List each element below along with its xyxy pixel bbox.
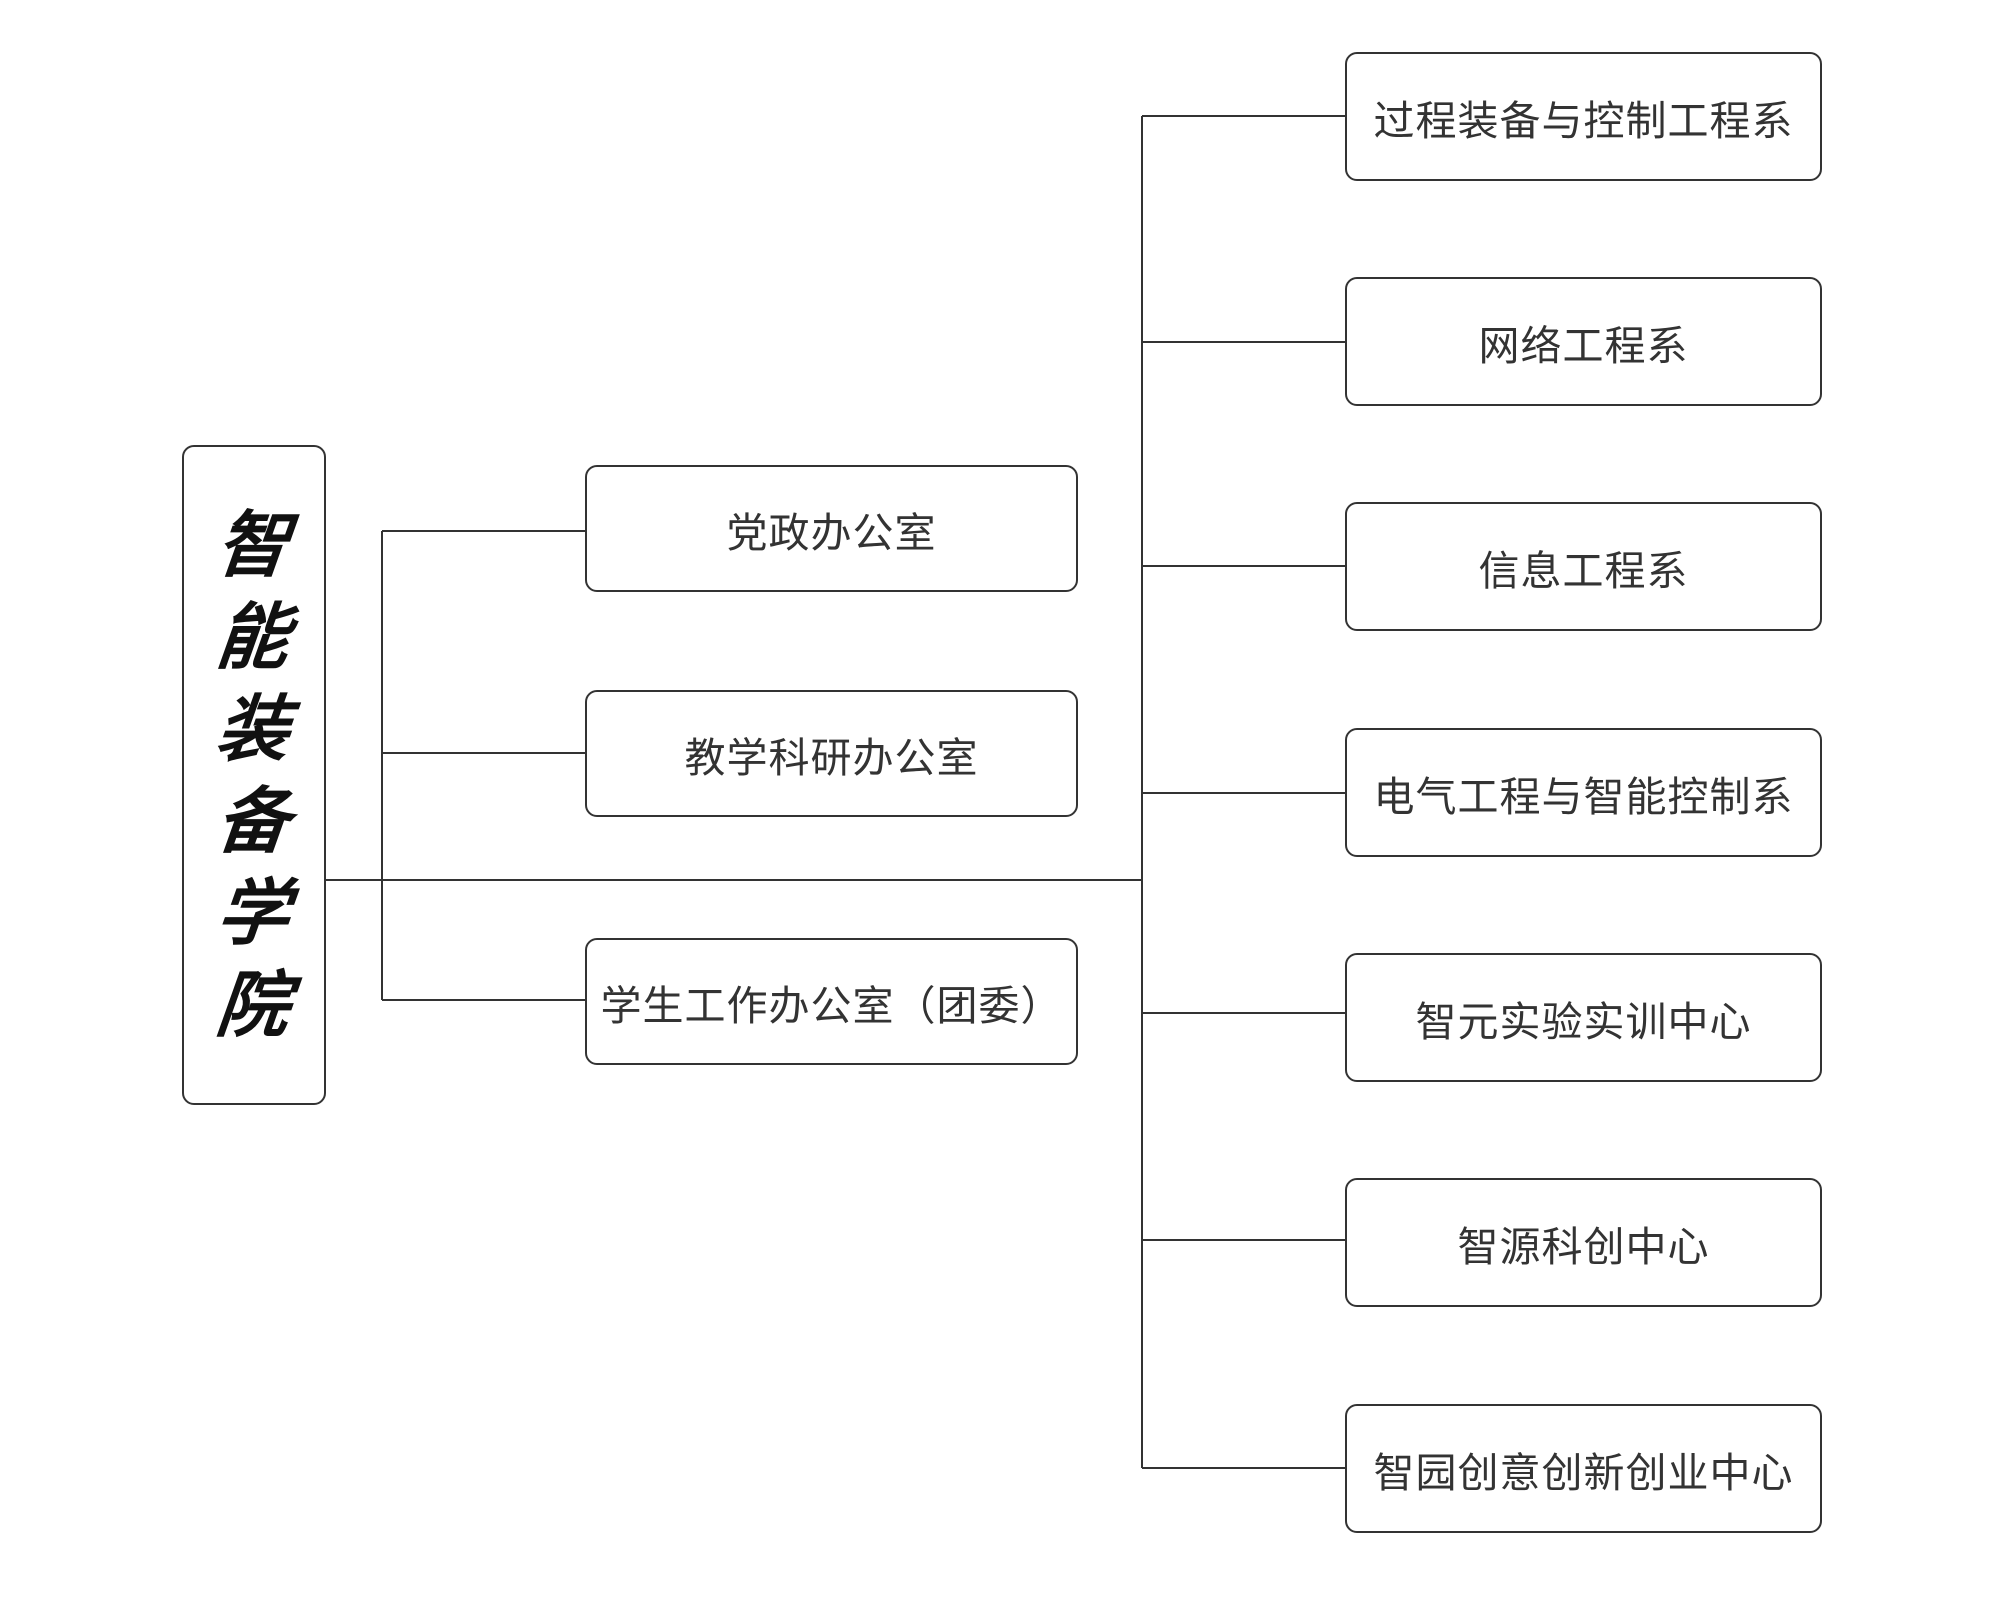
root-char: 学 [213, 870, 296, 955]
office-label: 党政办公室 [726, 508, 937, 557]
dept-node-innovation-center: 智源科创中心 [1345, 1178, 1822, 1307]
root-char: 能 [213, 594, 296, 679]
dept-node-information-engineering: 信息工程系 [1345, 502, 1822, 631]
dept-label: 网络工程系 [1478, 321, 1689, 370]
dept-node-entrepreneurship-center: 智园创意创新创业中心 [1345, 1404, 1822, 1533]
dept-label: 电气工程与智能控制系 [1373, 772, 1794, 821]
dept-node-process-equipment: 过程装备与控制工程系 [1345, 52, 1822, 181]
office-node-student-affairs: 学生工作办公室（团委） [585, 938, 1078, 1065]
root-char: 院 [213, 962, 296, 1047]
dept-label: 智元实验实训中心 [1415, 997, 1752, 1046]
root-node-college: 智 能 装 备 学 院 [182, 445, 326, 1105]
dept-node-training-center: 智元实验实训中心 [1345, 953, 1822, 1082]
dept-label: 智园创意创新创业中心 [1373, 1448, 1794, 1497]
office-label: 教学科研办公室 [684, 733, 979, 782]
office-node-party-admin: 党政办公室 [585, 465, 1078, 592]
dept-node-network-engineering: 网络工程系 [1345, 277, 1822, 406]
dept-node-electrical-engineering: 电气工程与智能控制系 [1345, 728, 1822, 857]
root-char: 智 [213, 502, 296, 587]
dept-label: 信息工程系 [1478, 546, 1689, 595]
root-char: 装 [213, 686, 296, 771]
dept-label: 过程装备与控制工程系 [1373, 96, 1794, 145]
dept-label: 智源科创中心 [1457, 1222, 1710, 1271]
root-char: 备 [213, 778, 296, 863]
office-label: 学生工作办公室（团委） [600, 981, 1063, 1030]
office-node-teaching-research: 教学科研办公室 [585, 690, 1078, 817]
